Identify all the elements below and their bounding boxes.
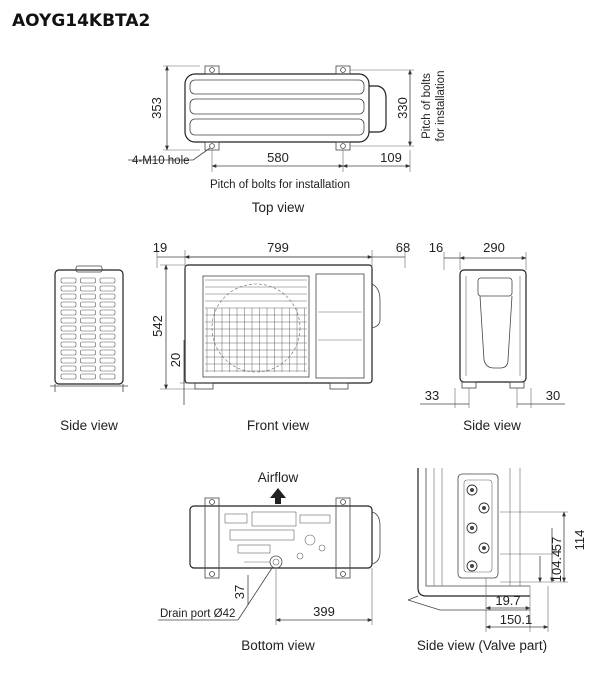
side-view-left: Side view <box>50 265 128 433</box>
front-view: 19 799 68 542 20 Front view <box>150 240 410 433</box>
model-title: AOYG14KBTA2 <box>12 11 150 31</box>
side-view-valve-caption: Side view (Valve part) <box>417 638 547 653</box>
dim-front-right: 68 <box>396 240 410 255</box>
bottom-view-caption: Bottom view <box>241 638 315 653</box>
drain-port-label: Drain port Ø42 <box>160 608 235 620</box>
dim-side-left-offset: 16 <box>429 240 443 255</box>
dim-side-foot-right: 30 <box>546 388 560 403</box>
side-view-right: 16 290 33 30 Side view <box>420 240 565 433</box>
dim-top-depth: 353 <box>149 97 164 119</box>
pitch-label: Pitch of bolts for installation <box>210 179 350 191</box>
dim-front-height: 542 <box>150 315 165 337</box>
airflow-arrow-icon <box>270 488 286 504</box>
side-view-left-caption: Side view <box>60 418 118 433</box>
dim-valve-h1: 114 <box>572 530 587 551</box>
top-view: 353 330 Pitch of bolts for installation … <box>128 65 447 215</box>
pitch-label-line2: for installation <box>435 71 447 142</box>
dim-top-pitch-width: 580 <box>267 150 289 165</box>
dim-valve-h2: 104.4 <box>549 550 564 583</box>
top-view-caption: Top view <box>252 200 305 215</box>
dim-top-pitch-depth: 330 <box>395 97 410 119</box>
dim-bottom-drain-y: 37 <box>232 585 247 599</box>
bottom-view: Airflow 399 37 Drain port Ø4 <box>158 470 381 653</box>
airflow-label: Airflow <box>258 470 299 485</box>
pitch-label-line1: Pitch of bolts <box>421 73 433 139</box>
dim-front-foot: 20 <box>168 353 183 367</box>
dim-valve-w2: 150.1 <box>500 612 533 627</box>
dim-front-left: 19 <box>153 240 167 255</box>
bolt-hole-label: 4-M10 hole <box>132 155 190 167</box>
dim-side-foot-left: 33 <box>425 388 439 403</box>
side-view-right-caption: Side view <box>463 418 521 433</box>
dim-top-offset: 109 <box>380 150 402 165</box>
dim-front-width: 799 <box>267 240 289 255</box>
dim-bottom-drain-x: 399 <box>313 604 335 619</box>
dim-valve-w1: 19.7 <box>495 593 520 608</box>
side-view-valve: 114 104.4 57 19.7 150.1 Side view (Valve… <box>407 468 587 653</box>
dim-side-depth: 290 <box>483 240 505 255</box>
front-view-caption: Front view <box>247 418 310 433</box>
dim-valve-h3: 57 <box>549 537 564 551</box>
